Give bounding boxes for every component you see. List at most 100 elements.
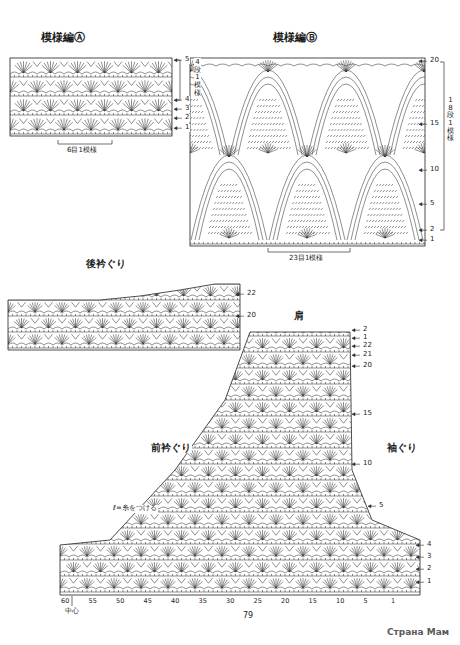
stroke [91,526,92,528]
stroke [10,132,11,134]
stroke [73,75,74,77]
stroke [420,590,421,592]
stroke [290,578,294,583]
stroke [344,565,351,572]
stroke [18,270,22,275]
stroke [236,565,243,572]
stroke [102,314,103,316]
stroke [438,549,445,556]
stroke [112,318,116,323]
stroke [334,526,335,528]
stroke [118,542,119,544]
stroke [10,61,172,134]
stroke [259,546,263,551]
stroke [398,578,402,583]
stroke [276,562,280,567]
stroke [234,334,238,339]
stroke [62,346,63,348]
stroke [125,330,126,332]
stroke [240,558,241,560]
stroke [348,574,349,576]
stroke [145,542,146,544]
stroke [219,346,220,348]
stroke [415,558,416,560]
stroke [163,580,168,588]
stroke [228,314,229,316]
stroke [73,113,74,115]
stroke [104,132,105,134]
stroke [411,590,412,592]
stroke [134,314,135,316]
stroke [60,100,64,105]
stroke [128,81,132,86]
stroke [192,298,193,300]
stroke [392,564,397,572]
stroke [182,565,189,572]
stroke [425,530,428,540]
stroke [222,581,229,588]
stroke [168,558,169,560]
stroke [78,81,82,86]
stroke [422,530,425,540]
stroke [97,546,101,551]
stroke [107,346,108,348]
stroke [244,337,251,344]
stroke [402,574,403,576]
stroke [159,558,160,560]
stroke [62,298,63,300]
stroke [155,578,159,583]
stroke [249,590,250,592]
stroke [32,75,33,77]
stroke [129,330,130,332]
stroke [271,542,272,544]
stroke [84,336,89,344]
stroke [217,273,224,280]
stroke [26,298,27,300]
stroke [10,122,19,130]
stroke [122,75,123,77]
stroke [145,62,149,67]
stroke [170,270,171,280]
stroke [49,286,52,296]
stroke [365,532,370,540]
stroke [246,546,249,556]
stroke [251,334,252,344]
stroke [330,526,331,528]
stroke [166,286,170,291]
stroke [184,302,188,307]
stroke [388,574,389,576]
stroke [178,320,183,328]
stroke [208,590,209,592]
stroke [352,574,353,576]
stroke [206,530,209,540]
stroke [352,542,353,544]
stroke [124,320,129,328]
stroke [312,542,313,544]
stroke [116,330,117,332]
stroke [68,113,69,115]
stroke [299,530,303,535]
stroke [95,94,96,96]
stroke [8,305,15,312]
stroke [55,132,56,134]
stroke [89,330,90,332]
stroke [49,334,53,339]
stroke [330,562,334,567]
stroke [154,132,155,134]
stroke [64,526,65,528]
stroke [262,542,263,544]
stroke [21,330,22,332]
stroke [197,305,204,312]
stroke [143,286,147,291]
stroke [406,580,411,588]
stroke [50,75,51,77]
stroke [339,526,340,528]
stroke [197,286,201,291]
stroke [124,578,128,583]
stroke [109,548,114,556]
stroke [170,286,174,291]
stroke [120,330,121,332]
stroke [60,574,61,576]
stroke [129,282,130,284]
